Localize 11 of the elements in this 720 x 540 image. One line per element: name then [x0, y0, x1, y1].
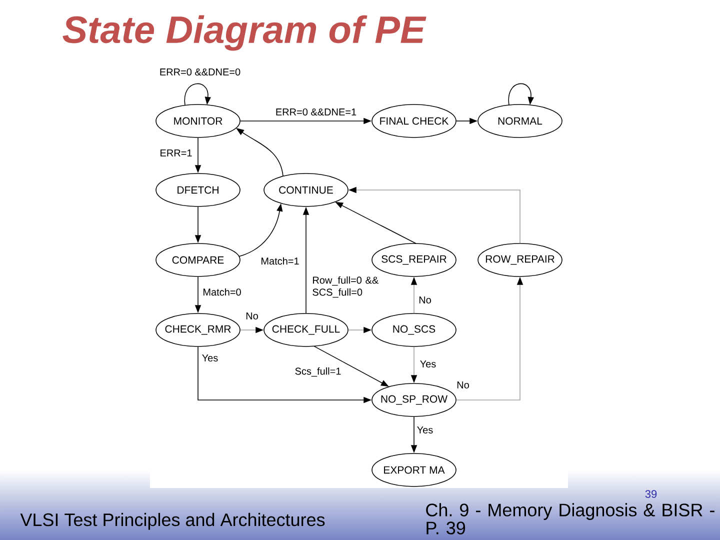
edge-label: Yes [418, 360, 438, 368]
footer-text: VLSI Test Principles and Architectures [20, 512, 325, 530]
footer-text: Ch. 9 - Memory Diagnosis & BISR - P. 39 [426, 503, 714, 534]
edge-label: Row_full=0 && SCS_full=0 [311, 275, 384, 299]
edge-label: No [244, 312, 260, 320]
edge-label: Yes [200, 354, 220, 362]
page-number: 39 [645, 490, 657, 498]
edge-label: No [456, 380, 470, 390]
edge-label: No [418, 296, 432, 304]
edge-label: ERR=1 [158, 148, 194, 158]
title: State Diagram of PE [62, 15, 426, 51]
